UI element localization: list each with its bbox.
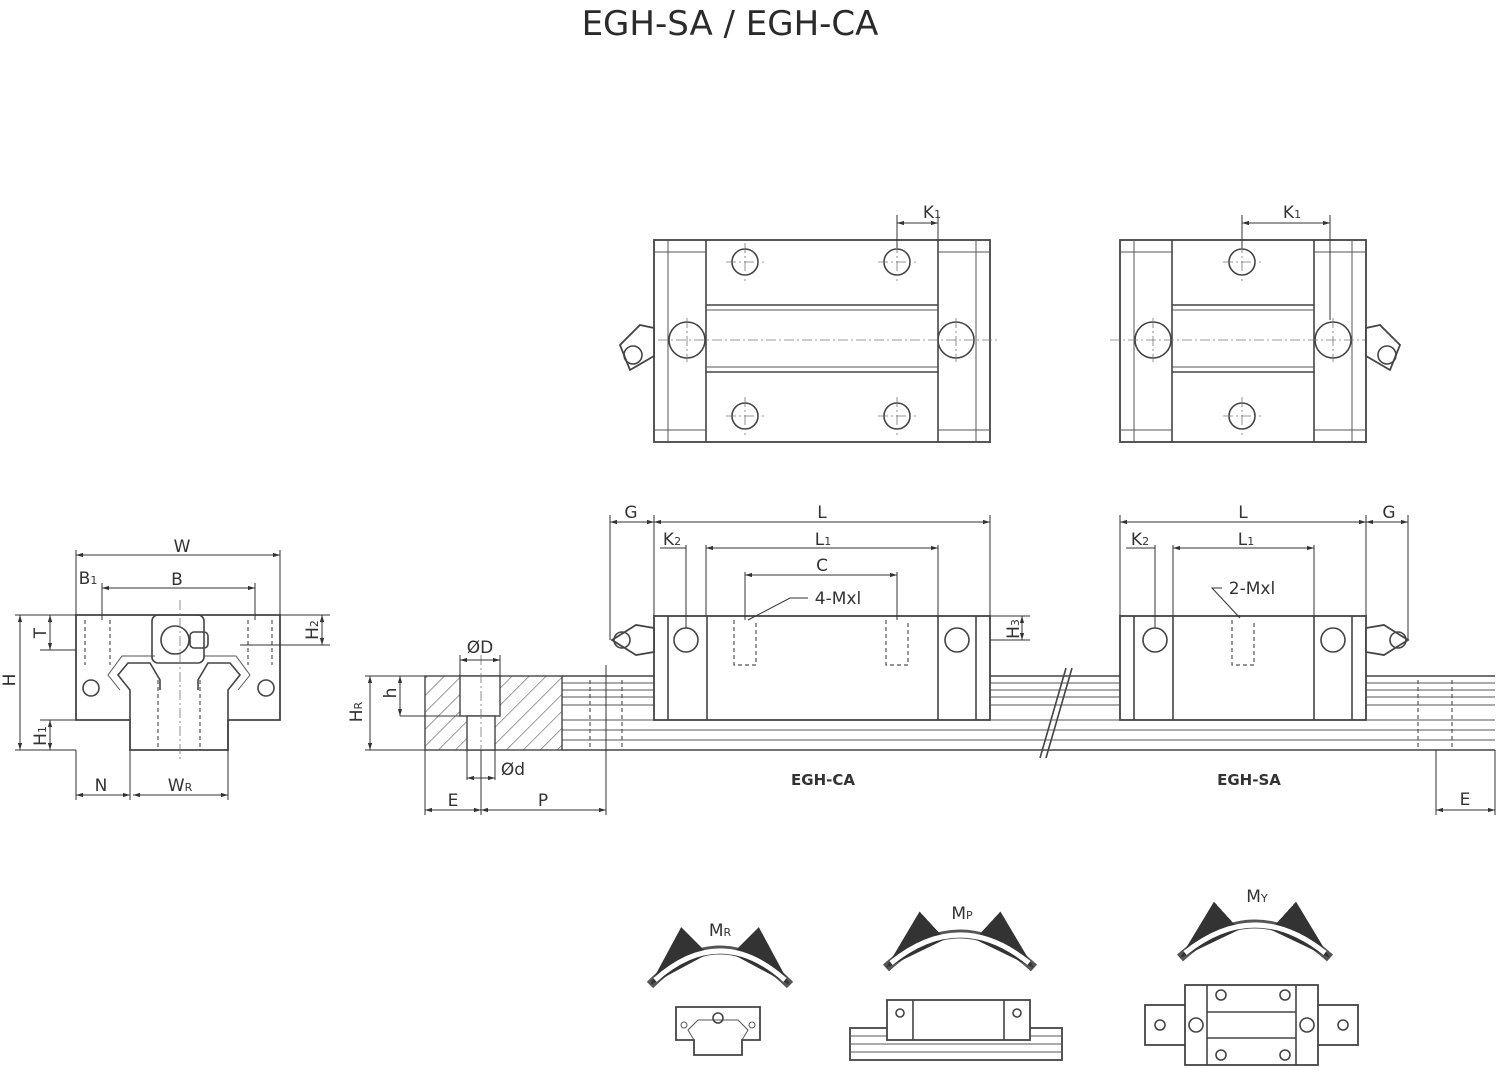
drawing-title: EGH-SA / EGH-CA [582,4,879,44]
grease-nipple-icon [610,624,655,656]
screw-callout-ca: 4-Mxl [815,589,861,609]
grease-nipple-icon [160,625,190,655]
caption-egh-ca: EGH-CA [791,771,855,789]
mounting-hole-icon [726,243,916,435]
dim-h3: H3 [1004,619,1024,639]
dim-g-sa: G [1382,503,1395,523]
dim-h: H [0,674,20,687]
moment-mp-label: MP [951,904,973,924]
moment-roll-diagram: MR [646,921,794,1056]
grease-nipple-icon [1365,624,1410,656]
dim-k1-ca: K1 [923,203,941,223]
top-view-egh-ca: K1 [618,203,1000,443]
dim-wr: WR [168,776,193,796]
side-view: G L K2 L1 C 4-Mxl H3 EGH-CA L G K2 L1 2-… [347,503,1496,815]
dim-l-ca: L [817,503,827,523]
screw-icon [1320,627,1346,653]
moment-yaw-diagram: MY [1144,887,1359,1066]
screw-icon [944,627,970,653]
moment-mr-label: MR [709,921,732,941]
mounting-hole-icon [1223,243,1261,435]
moment-my-label: MY [1246,887,1268,907]
dim-k2-ca: K2 [663,530,681,550]
top-view-egh-sa: K1 [1110,203,1402,443]
dim-l1-sa: L1 [1238,530,1254,550]
dim-c: C [816,556,828,576]
dim-e-left: E [448,791,459,811]
screw-callout-sa: 2-Mxl [1229,579,1275,599]
grease-nipple-icon [1365,324,1402,372]
dim-k1-sa: K1 [1283,203,1301,223]
dim-n: N [95,776,108,796]
dim-h2: H2 [303,620,323,640]
dim-hr: HR [347,701,367,722]
dim-e-right: E [1460,790,1471,810]
dim-b1: B1 [79,569,98,589]
dim-w: W [174,537,191,557]
dim-t: T [31,627,51,639]
moment-pitch-diagram: MP [849,904,1063,1061]
dim-l-sa: L [1238,503,1248,523]
screw-icon [257,679,275,697]
dim-k2-sa: K2 [1131,530,1149,550]
front-view: W B1 B T H2 H H1 N WR [0,537,330,800]
dim-small-hole-diameter: Ød [501,760,525,780]
grease-nipple-icon [618,324,655,372]
dim-large-hole-diameter: ØD [467,638,493,658]
dim-l1-ca: L1 [815,530,831,550]
dim-h1: H1 [31,726,51,746]
screw-icon [82,679,100,697]
caption-egh-sa: EGH-SA [1217,771,1281,789]
dim-b: B [171,570,183,590]
dim-counterbore-depth: h [381,688,401,699]
dim-g-ca: G [624,503,637,523]
dim-p: P [538,791,548,811]
